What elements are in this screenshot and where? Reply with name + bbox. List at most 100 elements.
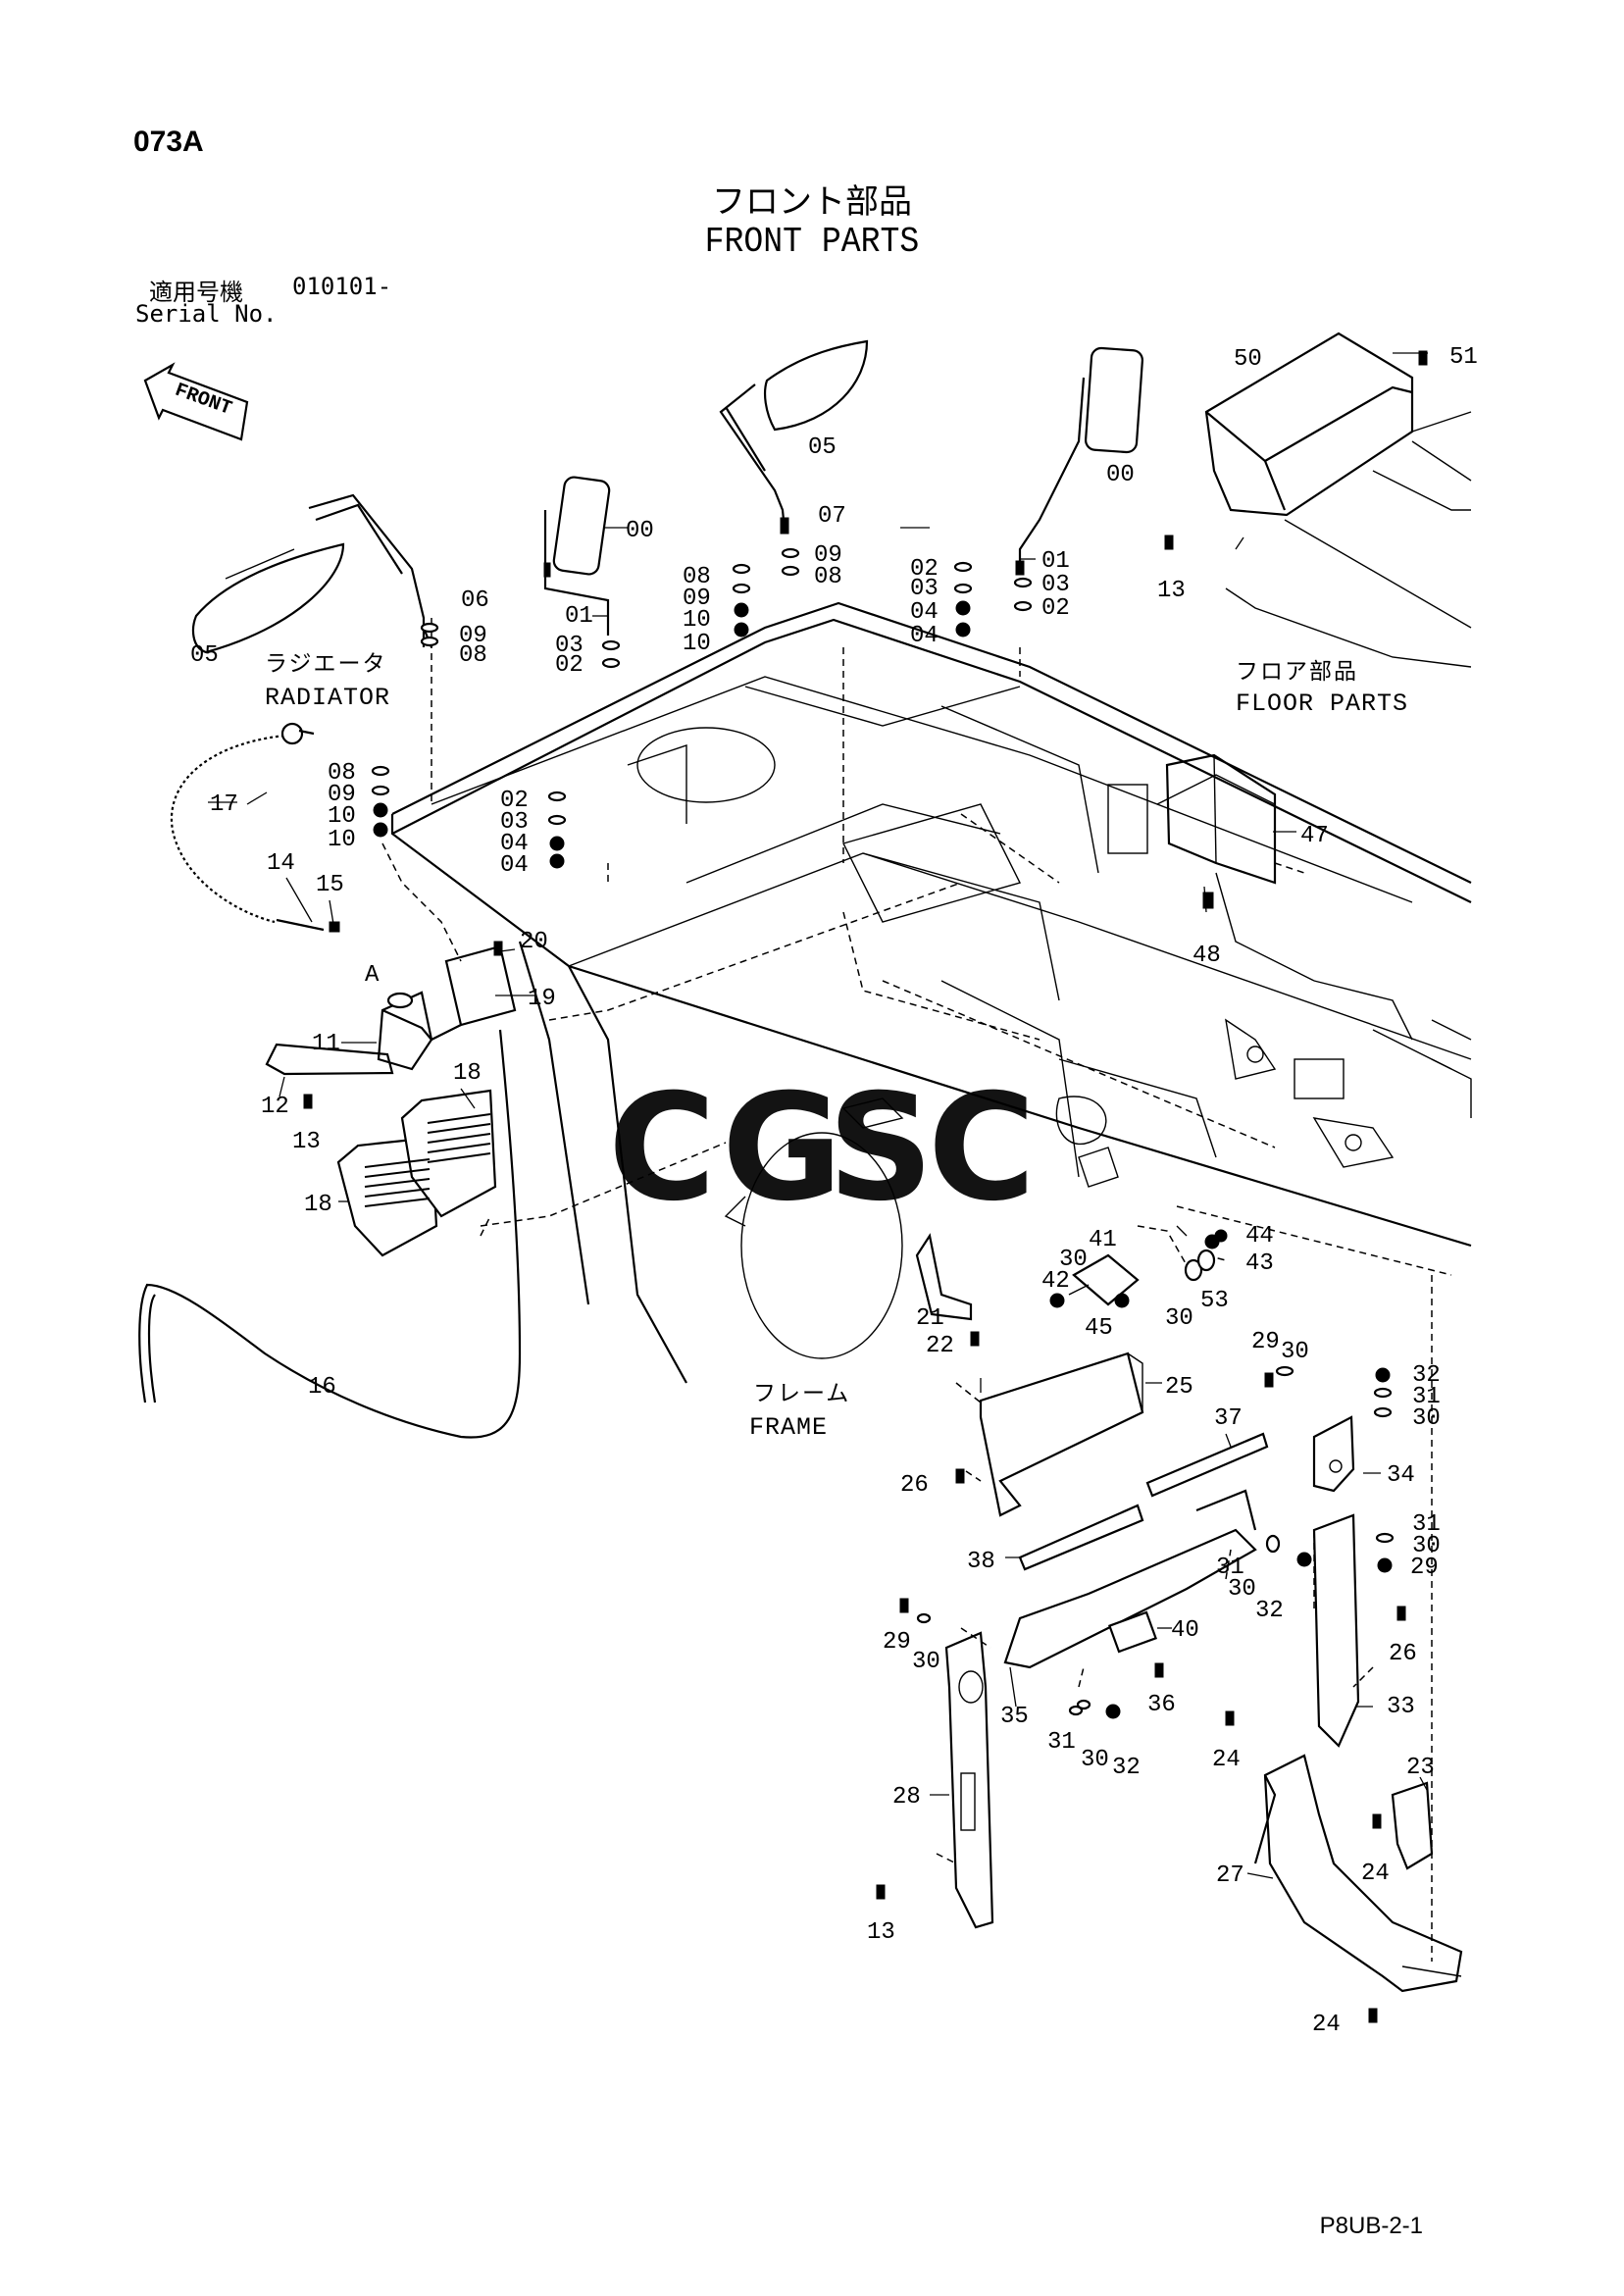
callout-09: 09 bbox=[814, 542, 842, 569]
floor-parts-label-japanese: フロア部品 bbox=[1236, 659, 1358, 685]
callout-09: 09 bbox=[328, 782, 356, 808]
callout-36: 36 bbox=[1147, 1692, 1176, 1718]
upper-frame bbox=[390, 601, 1472, 1384]
callout-32: 32 bbox=[1112, 1755, 1141, 1781]
callout-45: 45 bbox=[1085, 1315, 1113, 1342]
callout-31: 31 bbox=[1412, 1511, 1441, 1538]
watermark: C G S C bbox=[608, 1063, 1036, 1234]
callout-28: 28 bbox=[892, 1784, 921, 1811]
callout-02: 02 bbox=[910, 556, 939, 583]
callout-32: 32 bbox=[1255, 1598, 1284, 1624]
callout-50: 50 bbox=[1234, 346, 1262, 373]
callout-15: 15 bbox=[316, 872, 344, 898]
callout-25: 25 bbox=[1165, 1374, 1193, 1401]
callout-47: 47 bbox=[1300, 823, 1329, 849]
callout-numbers: 00 00 01 01 02 02 02 02 03 03 03 03 04 0… bbox=[190, 344, 1478, 2038]
callout-02: 02 bbox=[555, 652, 584, 679]
callout-14: 14 bbox=[267, 850, 295, 877]
callout-26: 26 bbox=[1389, 1641, 1417, 1667]
watermark-letter-3: S bbox=[828, 1063, 934, 1234]
callout-03: 03 bbox=[500, 809, 529, 836]
callout-09: 09 bbox=[459, 623, 487, 649]
callout-43: 43 bbox=[1245, 1250, 1274, 1277]
callout-04: 04 bbox=[910, 599, 939, 626]
callout-10: 10 bbox=[328, 803, 356, 830]
callout-08: 08 bbox=[814, 564, 842, 590]
callout-04: 04 bbox=[500, 852, 529, 879]
callout-10: 10 bbox=[683, 607, 711, 634]
frame-label-japanese: フレーム bbox=[753, 1381, 850, 1406]
callout-10: 10 bbox=[328, 827, 356, 853]
callout-38: 38 bbox=[967, 1549, 995, 1575]
lower-panels bbox=[381, 618, 1463, 1993]
callout-20: 20 bbox=[520, 929, 548, 955]
callout-30: 30 bbox=[1059, 1247, 1088, 1273]
frame-label-english: FRAME bbox=[749, 1413, 828, 1442]
callout-35: 35 bbox=[1000, 1704, 1029, 1730]
left-rect-mirror bbox=[543, 476, 611, 636]
callout-26: 26 bbox=[900, 1472, 929, 1499]
callout-16: 16 bbox=[308, 1374, 336, 1401]
callout-01: 01 bbox=[565, 603, 593, 630]
callout-05: 05 bbox=[808, 434, 837, 461]
watermark-letter-4: C bbox=[928, 1063, 1036, 1234]
callout-29: 29 bbox=[1251, 1329, 1280, 1355]
callout-04: 04 bbox=[910, 623, 939, 649]
callout-48: 48 bbox=[1193, 943, 1221, 969]
callout-11: 11 bbox=[312, 1031, 340, 1057]
callout-06: 06 bbox=[461, 587, 489, 614]
cover-50 bbox=[1204, 332, 1472, 668]
radiator-label-japanese: ラジエータ bbox=[265, 651, 387, 677]
callout-30: 30 bbox=[1081, 1747, 1109, 1773]
callout-24: 24 bbox=[1212, 1747, 1241, 1773]
callout-13: 13 bbox=[867, 1919, 895, 1946]
callout-51: 51 bbox=[1449, 344, 1478, 371]
callout-53: 53 bbox=[1200, 1288, 1229, 1314]
callout-30: 30 bbox=[1165, 1305, 1193, 1332]
callout-31: 31 bbox=[1412, 1384, 1441, 1410]
reservoir-assembly bbox=[265, 944, 517, 1076]
callout-37: 37 bbox=[1214, 1405, 1243, 1432]
callout-leaders bbox=[208, 352, 1428, 1879]
callout-29: 29 bbox=[1410, 1555, 1439, 1581]
callout-22: 22 bbox=[926, 1333, 954, 1359]
document-code: P8UB-2-1 bbox=[1319, 2213, 1423, 2239]
callout-27: 27 bbox=[1216, 1862, 1244, 1889]
callout-31: 31 bbox=[1216, 1555, 1244, 1581]
callout-34: 34 bbox=[1387, 1462, 1415, 1489]
center-mirror-assembly bbox=[719, 339, 869, 535]
callout-24: 24 bbox=[1312, 2012, 1341, 2038]
title-english: FRONT PARTS bbox=[704, 222, 920, 262]
callout-18: 18 bbox=[453, 1060, 482, 1087]
callout-10: 10 bbox=[683, 631, 711, 657]
callout-30: 30 bbox=[1281, 1339, 1309, 1365]
callout-44: 44 bbox=[1245, 1223, 1274, 1250]
callout-13: 13 bbox=[292, 1129, 321, 1155]
right-rect-mirror bbox=[1015, 346, 1143, 576]
callout-03: 03 bbox=[910, 576, 939, 602]
callout-05: 05 bbox=[190, 642, 219, 669]
callout-30: 30 bbox=[912, 1649, 940, 1675]
callout-30: 30 bbox=[1412, 1405, 1441, 1432]
callout-18: 18 bbox=[304, 1192, 332, 1218]
title-japanese: フロント部品 bbox=[712, 182, 912, 222]
floor-parts-label-english: FLOOR PARTS bbox=[1236, 689, 1408, 718]
page-code: 073A bbox=[133, 126, 204, 158]
serial-label-japanese: 適用号機 bbox=[149, 279, 243, 306]
callout-42: 42 bbox=[1041, 1268, 1070, 1295]
callout-09: 09 bbox=[683, 586, 711, 612]
callout-21: 21 bbox=[916, 1305, 944, 1332]
radiator-label-english: RADIATOR bbox=[265, 684, 390, 712]
callout-00: 00 bbox=[626, 518, 654, 544]
callout-03: 03 bbox=[555, 633, 584, 659]
callout-41: 41 bbox=[1089, 1227, 1117, 1253]
watermark-letter-2: G bbox=[722, 1063, 842, 1234]
callout-08: 08 bbox=[683, 564, 711, 590]
front-direction-arrow: FRONT bbox=[143, 362, 249, 441]
watermark-letter-1: C bbox=[608, 1063, 716, 1234]
callout-13: 13 bbox=[1157, 578, 1186, 604]
callout-03: 03 bbox=[1041, 572, 1070, 598]
callout-31: 31 bbox=[1047, 1729, 1076, 1756]
callout-30: 30 bbox=[1228, 1576, 1256, 1603]
